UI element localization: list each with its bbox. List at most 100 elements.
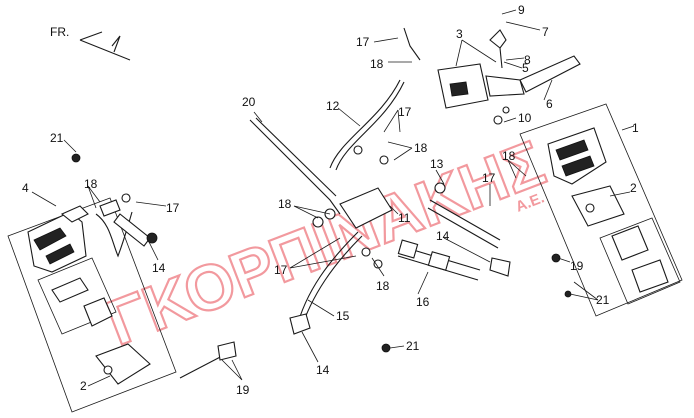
callout-17e: 17 [482,171,496,185]
callout-16: 16 [416,295,430,309]
leader-3 [455,39,497,67]
left-caliper-assembly [7,197,177,413]
callout-18f: 18 [502,149,516,163]
left-bolt-21 [71,153,81,163]
master-cylinder [403,27,581,125]
leader-10 [503,117,517,123]
callout-18d: 18 [278,197,292,211]
callout-1: 1 [632,121,639,135]
right-caliper-detail [555,139,595,177]
callout-17c: 17 [166,201,180,215]
junction-bolt-b [373,259,383,269]
right-caliper-panel [519,103,683,317]
bolt-21-bottom [381,343,391,353]
left-bolt-17 [121,193,131,203]
callout-21b: 21 [596,293,610,307]
leader-1 [621,125,635,131]
leader-17a [373,37,399,43]
bolt-10 [493,115,503,125]
direction-arrow-head [79,31,121,53]
front-hose-assembly [397,182,511,281]
leader-18b [387,141,413,161]
right-bracket [571,185,625,227]
left-pad-a [51,277,89,303]
leader-13 [435,169,445,185]
callout-18a: 18 [370,57,384,71]
leader-19a [221,359,243,381]
callout-7: 7 [542,25,549,39]
leader-9 [501,9,517,15]
leader-12 [337,107,361,127]
leader-5 [503,61,523,69]
callout-13: 13 [430,157,444,171]
leader-17b [383,109,401,133]
leader-18e [371,257,385,277]
leader-18d [293,205,331,219]
leader-17d [289,237,357,269]
clamp-14 [289,313,311,335]
callout-18b: 18 [414,141,428,155]
callout-9: 9 [518,3,525,17]
leader-21c [389,345,405,349]
callout-14a: 14 [436,229,450,243]
front-clamp [489,257,511,277]
bolt-10-washer [502,106,510,114]
right-caliper-assembly [519,103,683,317]
junction-bolt [361,247,371,257]
leader-8 [505,57,525,61]
left-bracket [95,343,151,385]
hose-16-fitting-a [397,239,419,259]
right-bracket-hole [585,203,595,213]
leader-2b [87,375,111,387]
leader-7 [505,21,541,31]
callout-6: 6 [546,97,553,111]
callout-10: 10 [518,111,532,125]
leader-4 [31,191,57,207]
leader-19b [557,257,571,263]
left-banjo-fitting [99,199,121,217]
callout-14c: 14 [316,363,330,377]
callout-3: 3 [456,27,463,41]
direction-label: FR. [50,25,69,39]
direction-arrow-line [79,39,131,61]
junction-top-washer [353,145,363,155]
callout-15: 15 [336,309,350,323]
junction-body [339,187,393,229]
watermark-text: ΓΚΟΡΠΙΝΑΚΗΣ [97,126,554,359]
callout-17d: 17 [274,263,288,277]
callout-12: 12 [326,99,340,113]
front-clamp-top [434,182,446,194]
bottom-left-fitting [217,341,237,361]
leader-15 [307,299,335,317]
callout-2a: 2 [630,181,637,195]
right-pad-panel [599,217,681,305]
right-pad-b [631,259,669,293]
leader-17c [135,201,167,207]
hose-13 [429,199,501,241]
callout-17a: 17 [356,35,370,49]
callout-19a: 19 [236,383,250,397]
master-cylinder-banjo [403,27,421,61]
leader-16 [417,271,429,295]
left-hose-clamp-body [113,213,151,247]
callout-17b: 17 [398,105,412,119]
line-to-left [179,353,227,379]
leader-21b [569,281,599,301]
leader-18f [507,159,527,179]
junction-block [312,145,393,269]
line-20 [249,119,341,215]
leader-18c [87,185,101,209]
callout-14b: 14 [152,261,166,275]
left-caliper-bleeder [60,205,89,223]
left-brake-hose [71,153,158,258]
callout-21c: 21 [406,339,420,353]
leader-21a [63,139,77,153]
leader-11 [389,205,399,215]
front-direction-indicator: FR. [50,25,131,61]
callout-18e: 18 [376,279,390,293]
callout-20: 20 [242,95,256,109]
left-pad-panel [37,257,117,335]
junction-top-washer-b [379,155,389,165]
